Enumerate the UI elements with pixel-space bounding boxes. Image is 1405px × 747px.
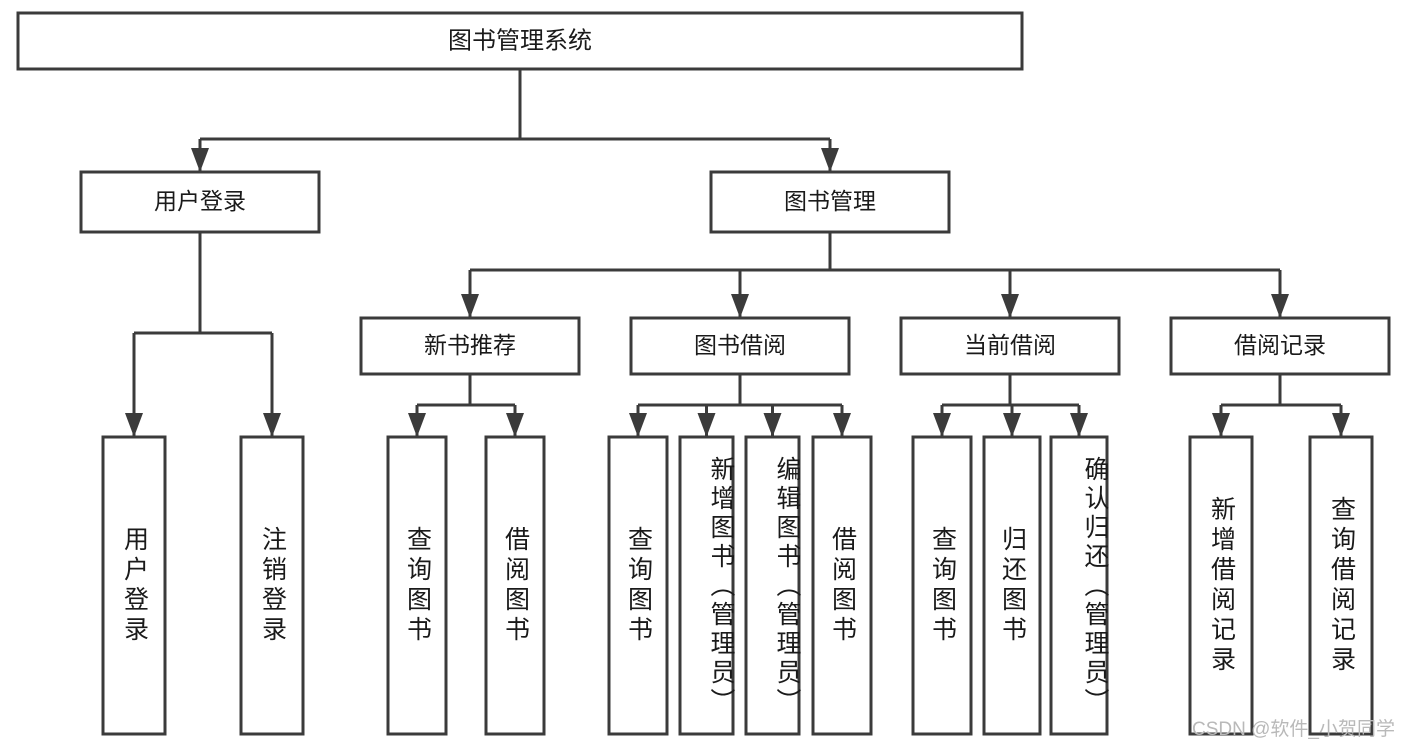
bookmgmt-to-l3-arrow-1 <box>731 294 749 318</box>
node-level3-label-1: 图书借阅 <box>694 332 786 358</box>
node-root-box[interactable] <box>16 11 1024 71</box>
csdn-watermark: CSDN @软件_小贺同学 <box>1192 719 1395 740</box>
newbook-to-leaves-arrow-1 <box>506 413 524 437</box>
leaf-box-3[interactable] <box>484 435 546 736</box>
records-to-leaves-arrow-0 <box>1212 413 1230 437</box>
node-level2-label-0: 用户登录 <box>154 188 246 214</box>
leaf-box-2[interactable] <box>386 435 448 736</box>
bookmgmt-to-l3-arrow-3 <box>1271 294 1289 318</box>
node-level3-label-0: 新书推荐 <box>424 332 516 358</box>
node-level2-box-1[interactable] <box>709 170 951 234</box>
leaf-box-0[interactable] <box>101 435 167 736</box>
leaf-box-10[interactable] <box>1049 435 1109 736</box>
leaf-box-6[interactable] <box>744 435 801 736</box>
current-to-leaves-arrow-2 <box>1070 413 1088 437</box>
node-level3-box-1[interactable] <box>629 316 851 376</box>
node-level3-box-3[interactable] <box>1169 316 1391 376</box>
leaf-box-5[interactable] <box>678 435 735 736</box>
node-level3-box-2[interactable] <box>899 316 1121 376</box>
bookmgmt-to-l3-arrow-0 <box>461 294 479 318</box>
node-level2-label-1: 图书管理 <box>784 188 876 214</box>
leaf-box-7[interactable] <box>811 435 873 736</box>
node-level2-box-0[interactable] <box>79 170 321 234</box>
node-boxes <box>16 11 1391 736</box>
borrow-to-leaves-arrow-0 <box>629 413 647 437</box>
current-to-leaves-arrow-1 <box>1003 413 1021 437</box>
root-to-l2-arrow-0 <box>191 148 209 172</box>
root-to-l2-arrow-1 <box>821 148 839 172</box>
leaf-box-12[interactable] <box>1308 435 1374 736</box>
borrow-to-leaves-arrow-1 <box>697 413 716 437</box>
bookmgmt-to-l3-arrow-2 <box>1001 294 1019 318</box>
borrow-to-leaves-arrow-3 <box>833 413 851 437</box>
node-level3-box-0[interactable] <box>359 316 581 376</box>
userlogin-to-leaves-arrow-1 <box>263 413 281 437</box>
records-to-leaves-arrow-1 <box>1332 413 1350 437</box>
leaf-box-8[interactable] <box>911 435 973 736</box>
userlogin-to-leaves-arrow-0 <box>125 413 143 437</box>
leaf-box-4[interactable] <box>607 435 669 736</box>
borrow-to-leaves-arrow-2 <box>763 413 782 437</box>
connector-lines <box>125 69 1350 437</box>
node-root-label: 图书管理系统 <box>448 27 592 54</box>
node-level3-label-2: 当前借阅 <box>964 332 1056 358</box>
node-level3-label-3: 借阅记录 <box>1234 332 1326 358</box>
leaf-box-11[interactable] <box>1188 435 1254 736</box>
leaf-box-1[interactable] <box>239 435 305 736</box>
newbook-to-leaves-arrow-0 <box>408 413 426 437</box>
current-to-leaves-arrow-0 <box>933 413 951 437</box>
leaf-box-9[interactable] <box>982 435 1042 736</box>
